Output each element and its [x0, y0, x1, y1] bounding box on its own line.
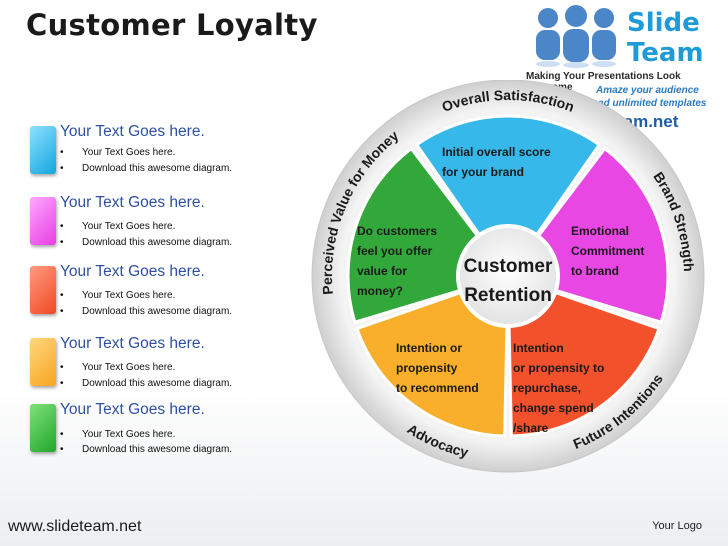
segment-label-value-2: feel you offer [357, 244, 433, 258]
footer-url: www.slideteam.net [8, 518, 142, 535]
segment-label-future-4: change spend [513, 401, 594, 415]
legend-item: Your Text Goes here. •Your Text Goes her… [20, 401, 320, 470]
segment-label-value-1: Do customers [357, 224, 437, 238]
page-title: Customer Loyalty [26, 8, 318, 42]
center-label-line1: Customer [464, 256, 553, 277]
color-swatch [30, 404, 56, 452]
segment-label-brand-3: to brand [571, 264, 619, 278]
bullet-text: •Download this awesome diagram. [60, 444, 233, 455]
center-hub [456, 224, 560, 328]
bullet-text: •Your Text Goes here. [60, 429, 176, 440]
segment-label-advocacy-3: to recommend [396, 381, 479, 395]
center-label-line2: Retention [464, 285, 552, 306]
segment-label-future-5: /share [513, 421, 549, 435]
legend-item: Your Text Goes here. •Your Text Goes her… [20, 335, 320, 404]
color-swatch [30, 197, 56, 245]
logo-download: Download unlimited templates [562, 98, 707, 109]
segment-label-future-2: or propensity to [513, 361, 604, 375]
logo-amaze: Amaze your audience [596, 85, 699, 96]
segment-label-brand-1: Emotional [571, 224, 629, 238]
logo-word-slide: Slide [627, 8, 700, 38]
bullet-text: •Your Text Goes here. [60, 362, 176, 373]
color-swatch [30, 266, 56, 314]
bullet-text: •Download this awesome diagram. [60, 163, 233, 174]
segment-label-value-4: money? [357, 284, 403, 298]
logo-word-team: Team [627, 38, 704, 68]
bullet-text: •Your Text Goes here. [60, 221, 176, 232]
segment-label-satisfaction-2: for your brand [442, 165, 524, 179]
legend-item: Your Text Goes here. •Your Text Goes her… [20, 194, 320, 263]
item-heading: Your Text Goes here. [60, 335, 205, 352]
segment-label-value-3: value for [357, 264, 407, 278]
color-swatch [30, 126, 56, 174]
bullet-text: •Your Text Goes here. [60, 147, 176, 158]
segment-label-brand-2: Commitment [571, 244, 644, 258]
segment-label-future-3: repurchase, [513, 381, 581, 395]
item-heading: Your Text Goes here. [60, 123, 205, 140]
color-swatch [30, 338, 56, 386]
legend-item: Your Text Goes here. •Your Text Goes her… [20, 123, 320, 192]
segment-label-future-1: Intention [513, 341, 564, 355]
bullet-text: •Your Text Goes here. [60, 290, 176, 301]
segment-label-advocacy-1: Intention or [396, 341, 462, 355]
item-heading: Your Text Goes here. [60, 401, 205, 418]
bullet-text: •Download this awesome diagram. [60, 306, 233, 317]
item-heading: Your Text Goes here. [60, 194, 205, 211]
legend-item: Your Text Goes here. •Your Text Goes her… [20, 263, 320, 332]
item-heading: Your Text Goes here. [60, 263, 205, 280]
segment-label-advocacy-2: propensity [396, 361, 458, 375]
people-icon [536, 5, 616, 68]
bullet-text: •Download this awesome diagram. [60, 237, 233, 248]
bullet-text: •Download this awesome diagram. [60, 378, 233, 389]
footer-logo-text: Your Logo [652, 520, 702, 532]
customer-retention-wheel: Customer Retention Initial overall score… [311, 80, 705, 473]
segment-label-satisfaction-1: Initial overall score [442, 145, 551, 159]
